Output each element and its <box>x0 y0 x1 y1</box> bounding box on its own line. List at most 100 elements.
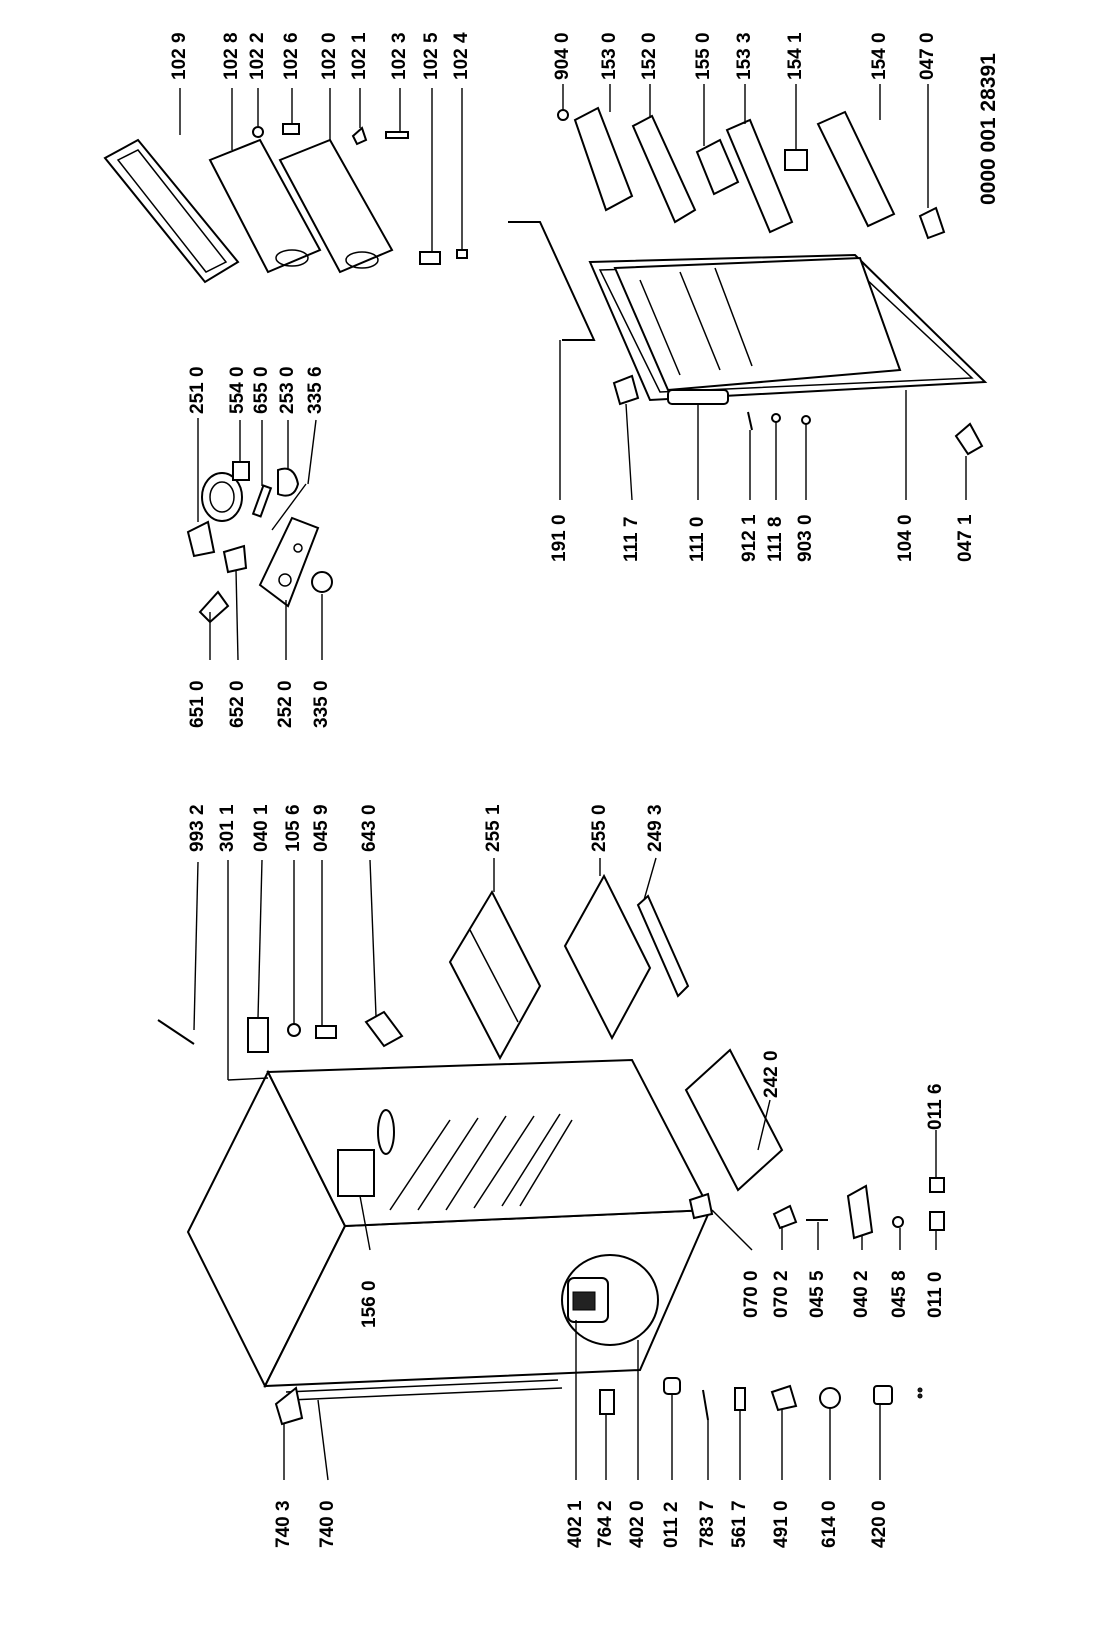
document-number: 0000 001 28391 <box>977 53 1000 205</box>
part-0458-nut <box>892 1216 904 1228</box>
label-7837: 783 7 <box>697 1500 718 1548</box>
part-1910-gasket-strip <box>508 221 596 341</box>
part-1025-pad <box>419 251 441 265</box>
label-0402: 040 2 <box>851 1270 872 1318</box>
label-1560: 156 0 <box>359 1280 380 1328</box>
part-2510-cover <box>186 520 216 558</box>
leader-lines <box>179 84 967 1481</box>
part-1540-bin <box>816 110 896 228</box>
part-9121-screw <box>747 411 753 431</box>
part-9030-cap <box>801 415 811 425</box>
label-2420: 242 0 <box>761 1050 782 1098</box>
label-1118: 111 8 <box>765 516 786 562</box>
part-0110-foot <box>929 1211 945 1231</box>
part-1023-strip <box>385 131 409 139</box>
label-9040: 904 0 <box>552 32 573 80</box>
part-0700-hinge-cover <box>688 1192 714 1220</box>
label-4910: 491 0 <box>771 1500 792 1548</box>
part-0402-hinge <box>846 1184 874 1240</box>
label-0112: 011 2 <box>661 1501 682 1549</box>
part-0401-bracket <box>247 1017 269 1053</box>
part-1029-drawer-frame <box>103 138 240 284</box>
label-0700: 070 0 <box>741 1270 762 1318</box>
label-4200: 420 0 <box>869 1500 890 1548</box>
part-5617-relay <box>734 1387 746 1411</box>
part-7642-filter <box>599 1389 615 1415</box>
label-3011: 301 1 <box>217 804 238 852</box>
part-6550-bulb <box>251 484 273 518</box>
part-2550-glass-shelf <box>563 873 652 1041</box>
label-6520: 652 0 <box>227 680 248 728</box>
label-4021: 402 1 <box>565 1500 586 1548</box>
label-1023: 102 3 <box>389 32 410 80</box>
label-0455: 045 5 <box>807 1270 828 1318</box>
label-2520: 252 0 <box>275 680 296 728</box>
part-1020-lid <box>278 138 394 274</box>
label-1910: 191 0 <box>549 514 570 562</box>
part-cabinet <box>186 1058 712 1401</box>
part-1028-lid <box>208 138 322 274</box>
part-7403-grille-end <box>274 1386 304 1426</box>
part-6140-overload <box>819 1387 841 1409</box>
label-2550: 255 0 <box>589 804 610 852</box>
part-9040-plug <box>557 109 569 121</box>
part-2420-crisper <box>684 1048 784 1192</box>
part-0702-cover <box>772 1204 798 1230</box>
part-5540-lamp-holder <box>201 461 250 522</box>
label-9121: 912 1 <box>739 514 760 562</box>
part-4200-capacitor <box>873 1385 893 1405</box>
label-1021: 102 1 <box>349 32 370 80</box>
part-1118-cap <box>771 413 781 423</box>
label-0459: 045 9 <box>311 804 332 852</box>
part-1117-hinge-cover <box>612 374 640 406</box>
part-3356-spring <box>271 483 307 531</box>
label-1541: 154 1 <box>785 32 806 80</box>
part-1056-bush <box>287 1023 301 1037</box>
label-2510: 251 0 <box>187 366 208 414</box>
part-1022-clip <box>252 126 264 138</box>
label-7400: 740 0 <box>317 1500 338 1548</box>
part-0470-foot <box>918 206 946 240</box>
part-1530-bin <box>573 106 634 212</box>
label-1022: 102 2 <box>247 32 268 80</box>
part-1026-hinge <box>282 123 300 135</box>
label-1020: 102 0 <box>319 32 340 80</box>
label-1026: 102 6 <box>281 32 302 80</box>
label-1110: 111 0 <box>687 516 708 562</box>
part-0471-foot <box>954 422 984 456</box>
part-6430-plate <box>364 1010 404 1048</box>
part-4020-compressor <box>561 1254 659 1346</box>
label-0458: 045 8 <box>889 1270 910 1318</box>
label-0116: 011 6 <box>925 1083 946 1131</box>
label-0702: 070 2 <box>771 1270 792 1318</box>
part-4910-cover <box>770 1384 798 1412</box>
label-0110: 011 0 <box>925 1271 946 1319</box>
label-6140: 614 0 <box>819 1500 840 1548</box>
label-0401: 040 1 <box>251 804 272 852</box>
label-2493: 249 3 <box>645 804 666 852</box>
label-1028: 102 8 <box>221 32 242 80</box>
label-9030: 903 0 <box>795 514 816 562</box>
label-3350: 335 0 <box>311 680 332 728</box>
part-6510-thermostat <box>198 590 230 624</box>
part-2520-housing <box>258 516 320 608</box>
label-7403: 740 3 <box>273 1500 294 1548</box>
part-0459-pin <box>315 1025 337 1039</box>
label-1024: 102 4 <box>451 32 472 80</box>
part-2493-trim <box>636 894 690 998</box>
label-2551: 255 1 <box>483 804 504 852</box>
label-1040: 104 0 <box>895 514 916 562</box>
part-0116-foot <box>929 1177 945 1193</box>
label-1520: 152 0 <box>639 32 660 80</box>
label-1550: 155 0 <box>693 32 714 80</box>
label-1056: 105 6 <box>283 804 304 852</box>
label-4020: 402 0 <box>627 1500 648 1548</box>
part-7837-clip <box>702 1389 709 1421</box>
part-6520-bracket <box>222 544 248 574</box>
label-1530: 153 0 <box>599 32 620 80</box>
part-9932-wire <box>157 1019 195 1045</box>
label-1117: 111 7 <box>621 516 642 562</box>
label-6510: 651 0 <box>187 680 208 728</box>
